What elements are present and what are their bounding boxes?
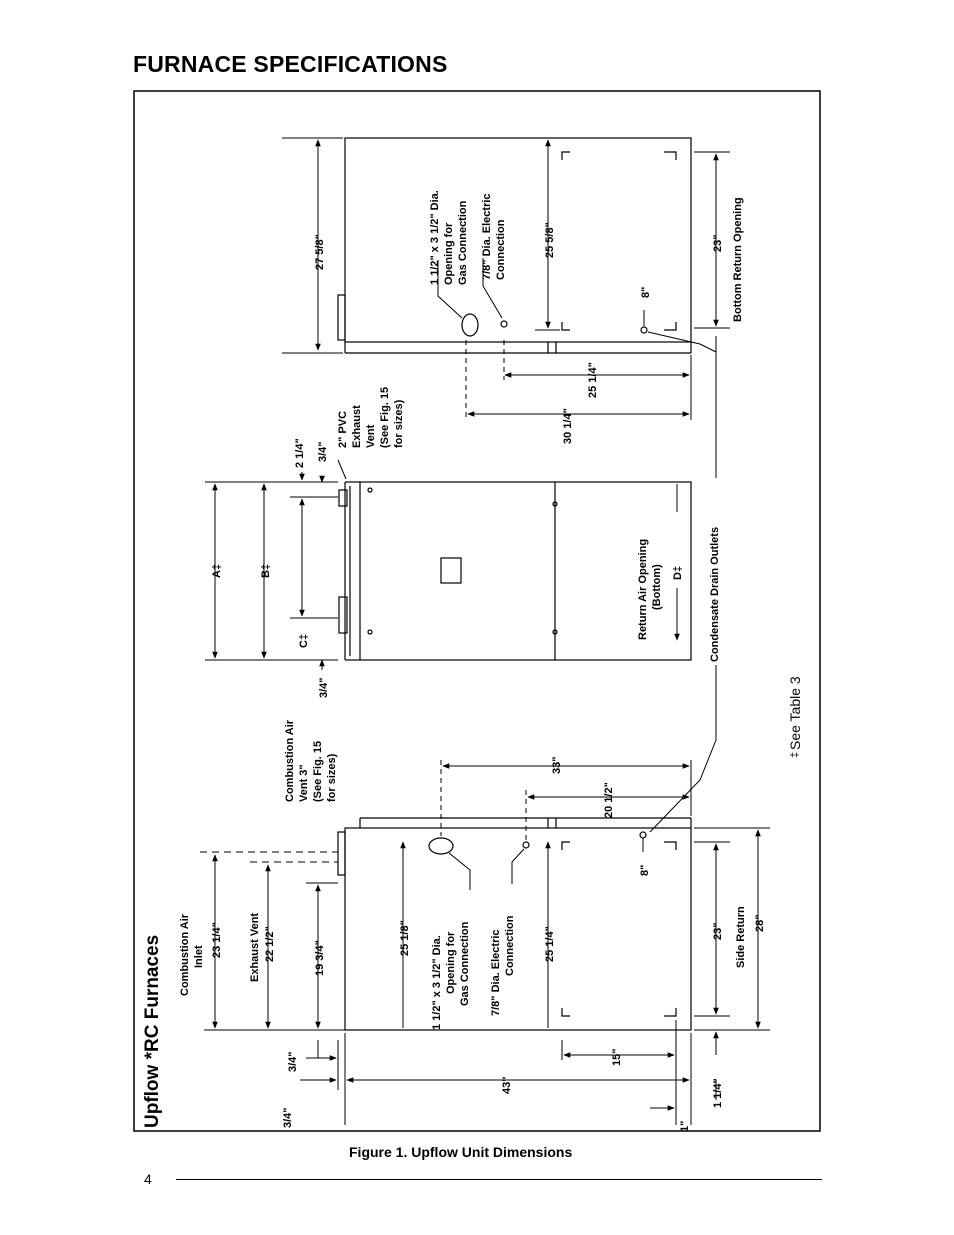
combustion-vent-line3: (See Fig. 15 bbox=[312, 741, 324, 802]
combustion-inlet-line2: Inlet bbox=[193, 945, 205, 968]
dim-43: 43" bbox=[501, 1077, 513, 1094]
pvc-line4: (See Fig. 15 bbox=[379, 387, 391, 448]
figure-border bbox=[133, 90, 821, 1132]
dim-22-1-2: 22 1/2" bbox=[264, 926, 276, 962]
dim-b: B‡ bbox=[260, 564, 272, 578]
side-return-label: Side Return bbox=[735, 906, 747, 968]
combustion-inlet-line1: Combustion Air bbox=[179, 913, 191, 996]
exhaust-vent-label: Exhaust Vent bbox=[249, 913, 261, 982]
dim-25-1-8: 25 1/8" bbox=[399, 920, 411, 956]
pvc-line3: Vent bbox=[365, 424, 377, 448]
figure-caption: Figure 1. Upflow Unit Dimensions bbox=[349, 1144, 573, 1160]
dim-c: C‡ bbox=[298, 634, 310, 648]
dim-28: 28" bbox=[754, 915, 766, 932]
page-title: FURNACE SPECIFICATIONS bbox=[133, 51, 448, 77]
dim-d: D‡ bbox=[672, 566, 684, 580]
top-electric-line2: Connection bbox=[495, 219, 507, 280]
dim-top-23: 23" bbox=[712, 235, 724, 252]
footer-divider bbox=[176, 1179, 822, 1180]
dim-15: 15" bbox=[611, 1049, 623, 1066]
dim-1: 1" bbox=[679, 1121, 691, 1132]
top-electric-line1: 7/8" Dia. Electric bbox=[481, 193, 493, 280]
dim-3-4-mid: 3/4" bbox=[318, 677, 330, 698]
bottom-return-label: Bottom Return Opening bbox=[732, 197, 744, 322]
dim-3-4-bottom: 3/4" bbox=[282, 1107, 294, 1128]
upflow-title: Upflow *RC Furnaces bbox=[142, 935, 163, 1128]
dim-25-1-4-side: 25 1/4" bbox=[544, 926, 556, 962]
side-view-dimensions bbox=[200, 760, 770, 1125]
top-gas-line3: Gas Connection bbox=[457, 200, 469, 285]
combustion-vent-line4: for sizes) bbox=[326, 753, 338, 802]
dim-top-8: 8" bbox=[640, 287, 652, 298]
dim-30-1-4: 30 1/4" bbox=[562, 408, 574, 444]
side-gas-line3: Gas Connection bbox=[459, 921, 471, 1006]
dim-33: 33" bbox=[551, 757, 563, 774]
combustion-vent-line1: Combustion Air bbox=[284, 719, 296, 802]
side-electric-line1: 7/8" Dia. Electric bbox=[490, 929, 502, 1016]
page-number: 4 bbox=[144, 1171, 152, 1187]
side-gas-line1: 1 1/2" x 3 1/2" Dia. bbox=[431, 935, 443, 1030]
return-air-line1: Return Air Opening bbox=[637, 539, 649, 640]
condensate-label: Condensate Drain Outlets bbox=[709, 527, 721, 662]
side-title: Upflow *RC Furnaces bbox=[142, 935, 163, 1128]
combustion-vent-line2: Vent 3" bbox=[298, 764, 310, 802]
front-view bbox=[338, 481, 692, 661]
return-air-line2: (Bottom) bbox=[651, 564, 663, 610]
dim-side-8: 8" bbox=[639, 865, 651, 876]
dim-a: A‡ bbox=[211, 564, 223, 578]
dim-3-4-top: 3/4" bbox=[317, 441, 329, 462]
footnote: See Table 3 bbox=[787, 676, 803, 750]
dim-25-1-4-top: 25 1/4" bbox=[587, 362, 599, 398]
top-view-dimensions bbox=[282, 137, 730, 420]
dim-3-4-low: 3/4" bbox=[287, 1051, 299, 1072]
dim-2-1-4: 2 1/4" bbox=[294, 438, 306, 468]
pvc-line2: Exhaust bbox=[351, 405, 363, 448]
top-gas-line2: Opening for bbox=[443, 222, 455, 285]
dim-27-5-8: 27 5/8" bbox=[314, 234, 326, 270]
dim-19-3-4: 19 3/4" bbox=[314, 940, 326, 976]
top-gas-line1: 1 1/2" x 3 1/2" Dia. bbox=[429, 190, 441, 285]
side-electric-line2: Connection bbox=[504, 915, 516, 976]
dim-23-1-4: 23 1/4" bbox=[211, 922, 223, 958]
dim-25-5-8: 25 5/8" bbox=[544, 222, 556, 258]
front-view-dimensions bbox=[205, 331, 717, 833]
top-view bbox=[337, 137, 692, 354]
side-gas-line2: Opening for bbox=[445, 931, 457, 994]
pvc-line5: for sizes) bbox=[393, 399, 405, 448]
dim-20-1-2: 20 1/2" bbox=[603, 782, 615, 818]
footnote-mark: ‡ bbox=[789, 752, 801, 758]
dim-side-23: 23" bbox=[712, 923, 724, 940]
pvc-line1: 2" PVC bbox=[337, 411, 349, 448]
dim-1-1-4: 1 1/4" bbox=[712, 1078, 724, 1108]
